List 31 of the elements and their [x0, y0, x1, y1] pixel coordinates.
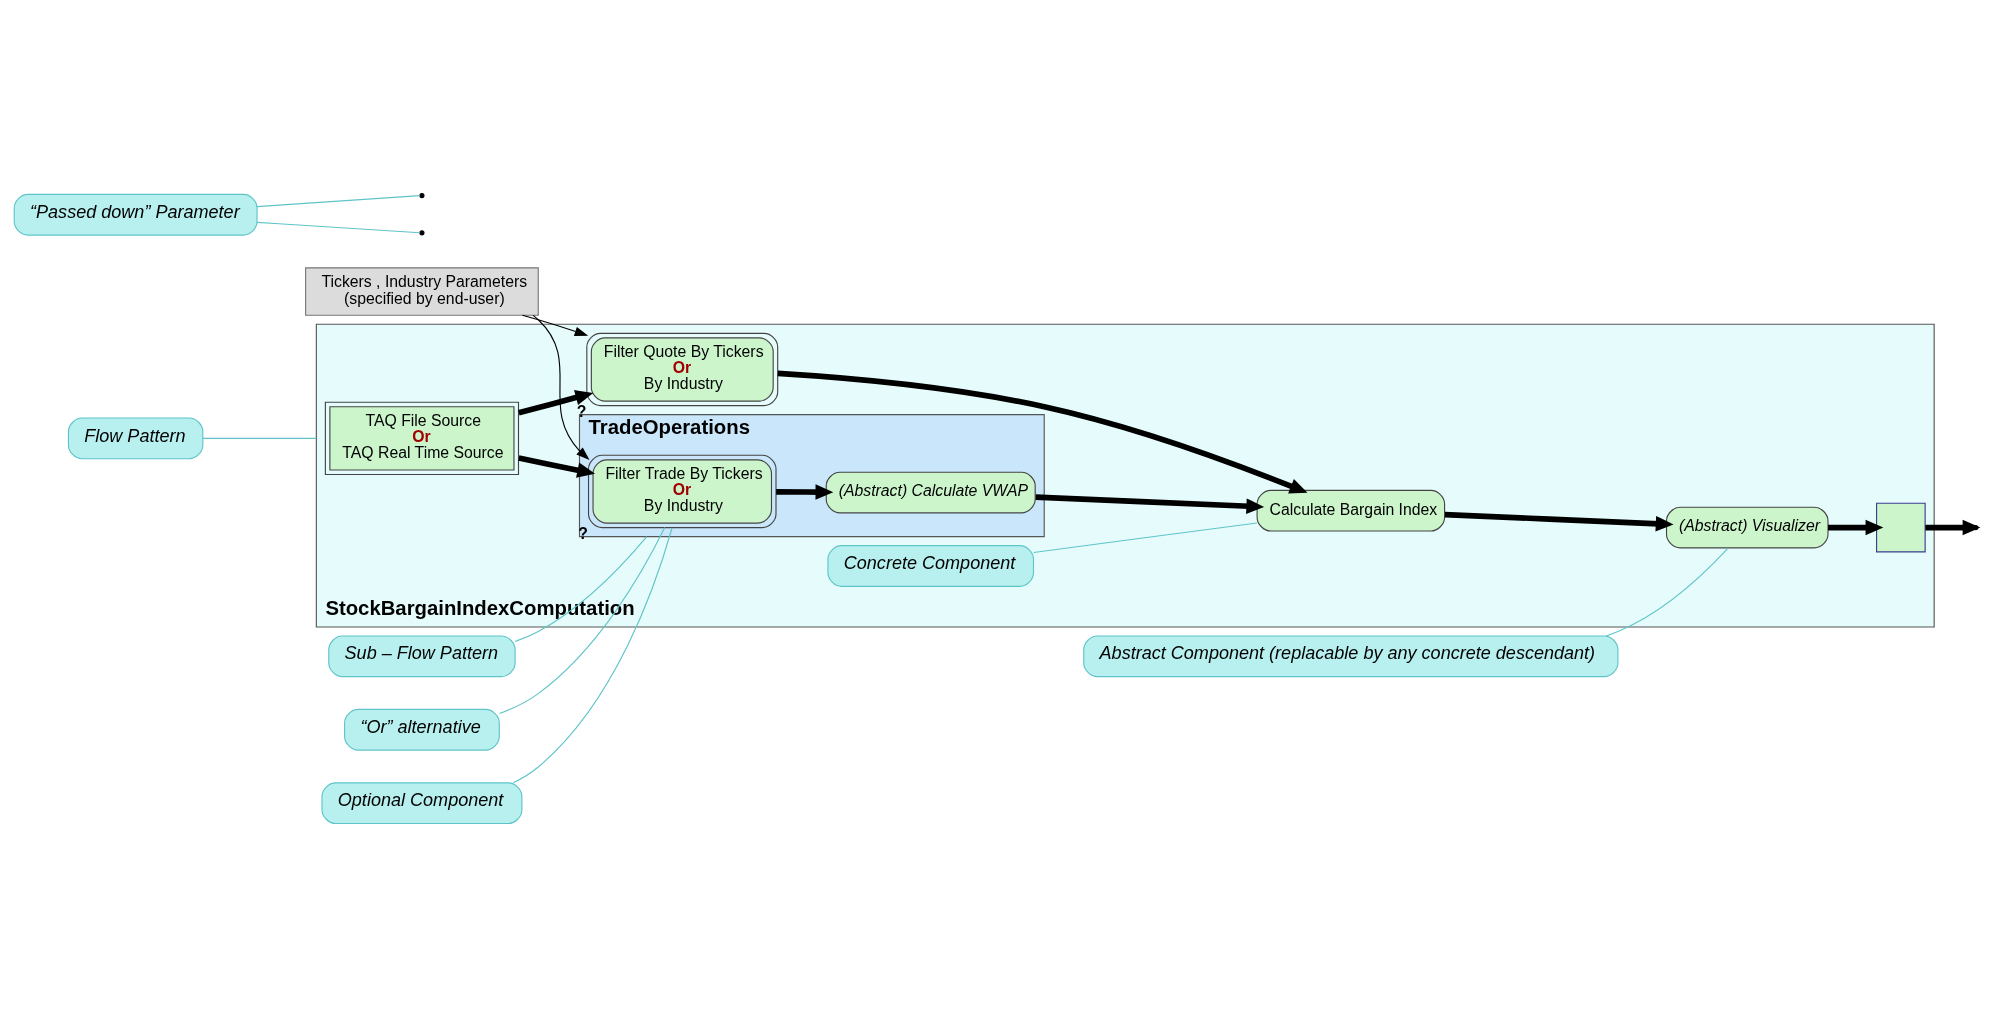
node-box: Optional Component: [320, 781, 522, 824]
connector: [1032, 521, 1257, 553]
node-box: “Or” alternative: [343, 708, 500, 751]
node-box: Flow Pattern: [67, 416, 203, 459]
arrow: [1035, 493, 1264, 514]
arrow: [517, 454, 595, 478]
arrow: [521, 314, 588, 336]
node-box: Filter Quote By Tickers Or By Industry: [585, 332, 778, 406]
node-box: Concrete Component: [826, 544, 1034, 587]
arrow: [1827, 519, 1883, 535]
connector: [256, 221, 420, 233]
node-box: Abstract Component (replacable by any concrete descendant): [1082, 634, 1618, 677]
node-box: Filter Trade By Tickers Or By Industry: [587, 454, 777, 528]
connector: [498, 526, 665, 714]
arrow: [1444, 511, 1674, 531]
node-box: TAQ File Source Or TAQ Real Time Source: [324, 401, 519, 475]
node-box: (Abstract) Calculate VWAP: [825, 471, 1036, 513]
connector: [512, 526, 673, 783]
connector: [1605, 547, 1729, 637]
arrow: [775, 483, 833, 500]
connector: [256, 194, 420, 207]
node-box: Sub – Flow Pattern: [327, 634, 516, 677]
arrow: [532, 314, 590, 460]
node-box: Tickers , Industry Parameters (specified by end-user): [304, 266, 539, 316]
connector: [201, 437, 317, 439]
node-box: Calculate Bargain Index: [1256, 489, 1445, 532]
arrow: [517, 389, 593, 416]
node-box: “Passed down” Parameter: [13, 193, 258, 236]
connector: [514, 535, 647, 642]
node-box: [1875, 502, 1926, 552]
node-box: (Abstract) Visualizer: [1665, 506, 1829, 548]
